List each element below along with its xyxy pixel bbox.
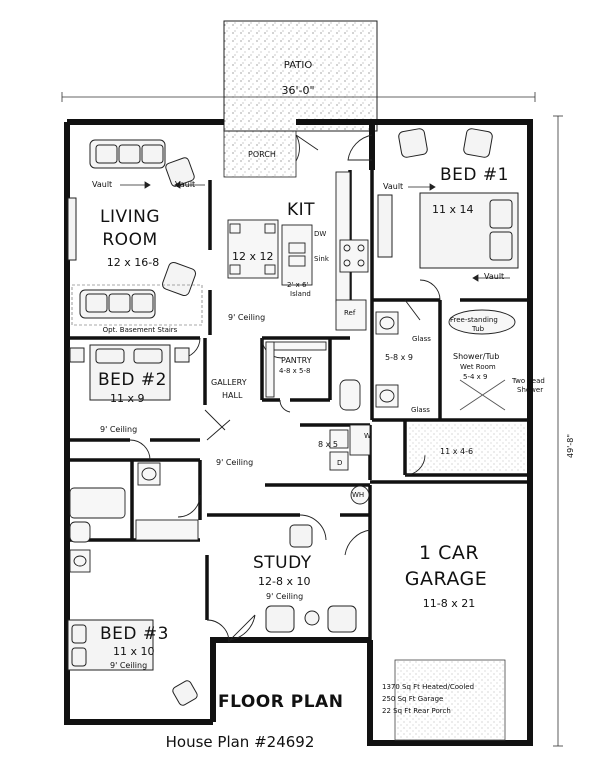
- kitchen-ceiling: 9' Ceiling: [228, 313, 266, 322]
- kitchen-fixtures: [227, 171, 369, 331]
- island-label-2: Island: [290, 290, 311, 298]
- porch-slab: [223, 130, 297, 178]
- bed3-ceiling: 9' Ceiling: [110, 661, 148, 670]
- plan-title: House Plan #24692: [165, 733, 315, 751]
- bath1-size: 5-8 x 9: [385, 353, 413, 362]
- living-furniture: [67, 139, 197, 319]
- bath1-fixtures: [375, 309, 516, 411]
- closet1-size: 11 x 4-6: [440, 447, 474, 456]
- garage-door: [394, 659, 506, 741]
- tub-label-2: Tub: [472, 325, 485, 333]
- garage-size: 11-8 x 21: [422, 597, 476, 610]
- living-room-size: 12 x 16-8: [106, 256, 160, 269]
- basement-stairs: [71, 284, 203, 326]
- wet-room-name-1: Shower/Tub: [453, 352, 500, 361]
- bed3-furniture: [67, 619, 198, 706]
- gallery-name-1: GALLERY: [211, 378, 247, 387]
- study-size: 12-8 x 10: [258, 575, 311, 588]
- hall-ceiling: 9' Ceiling: [216, 458, 254, 467]
- garage-name-1: 1 CAR: [418, 542, 480, 564]
- heated-area: 1370 Sq Ft Heated/Cooled: [382, 683, 475, 691]
- study-ceiling: 9' Ceiling: [266, 592, 304, 601]
- bed1-vault-label-1: Vault: [383, 182, 404, 191]
- laundry-size: 8 x 5: [318, 440, 338, 449]
- bed2-ceiling: 9' Ceiling: [100, 425, 138, 434]
- washer-label: W: [364, 432, 371, 440]
- closet-shelving: [409, 424, 526, 471]
- floor-plan-label: FLOOR PLAN: [218, 692, 344, 712]
- glass-label-1: Glass: [412, 335, 431, 343]
- living-room-name-2: ROOM: [102, 230, 158, 250]
- sink-label: Sink: [314, 255, 329, 263]
- island-label: 2' x 6': [287, 281, 309, 289]
- basement-stairs-label: Opt. Basement Stairs: [102, 326, 178, 334]
- depth-dimension-line: [553, 115, 563, 747]
- patio-slab: [223, 20, 378, 132]
- gallery-name-2: HALL: [222, 391, 243, 400]
- garage-name-2: GARAGE: [404, 568, 488, 590]
- kitchen-name: KIT: [287, 200, 316, 220]
- bed1-vault-label-2: Vault: [484, 272, 505, 281]
- laundry-fixtures: [329, 424, 371, 505]
- pantry-name: PANTRY: [281, 356, 312, 365]
- kitchen-size: 12 x 12: [232, 250, 274, 263]
- bed2-furniture: [69, 344, 190, 401]
- pantry-fixtures: [265, 341, 361, 411]
- wet-room-size: 5-4 x 9: [463, 373, 488, 381]
- bed1-furniture: [377, 128, 519, 269]
- porch-area: 22 Sq Ft Rear Porch: [382, 707, 451, 715]
- width-dimension: 36'-0": [281, 84, 315, 97]
- depth-dimension: 49'-8": [566, 433, 575, 458]
- refrigerator-label: Ref: [344, 309, 356, 317]
- dishwasher-label: DW: [314, 230, 327, 238]
- porch-label: PORCH: [248, 150, 276, 159]
- study-furniture: [265, 524, 357, 633]
- glass-label-2: Glass: [411, 406, 430, 414]
- bed2-name: BED #2: [98, 370, 167, 390]
- bed2-size: 11 x 9: [110, 392, 145, 405]
- living-vault-label-2: Vault: [175, 180, 196, 189]
- door-swings: [129, 134, 441, 643]
- living-room-name-1: LIVING: [99, 207, 161, 227]
- bed1-name: BED #1: [440, 165, 509, 185]
- water-heater-label: WH: [352, 491, 365, 499]
- tub-label-1: Free-standing: [450, 316, 498, 324]
- patio-label: PATIO: [283, 60, 313, 71]
- bed3-name: BED #3: [100, 624, 169, 644]
- shower-note-1: Two head: [512, 377, 545, 385]
- garage-area: 250 Sq Ft Garage: [382, 695, 444, 703]
- hall-bath-fixtures: [69, 462, 199, 573]
- interior-walls: [67, 170, 530, 640]
- pantry-size: 4-8 x 5-8: [279, 367, 311, 375]
- bed3-size: 11 x 10: [113, 645, 155, 658]
- wet-room-name-2: Wet Room: [460, 363, 496, 371]
- dryer-label: D: [337, 459, 343, 467]
- vault-arrows: [120, 181, 510, 282]
- exterior-walls: [64, 119, 533, 746]
- bed1-size: 11 x 14: [432, 203, 474, 216]
- living-vault-label-1: Vault: [92, 180, 113, 189]
- shower-note-2: Shower: [517, 386, 544, 394]
- width-dimension-line: [61, 92, 536, 102]
- study-name: STUDY: [253, 553, 312, 573]
